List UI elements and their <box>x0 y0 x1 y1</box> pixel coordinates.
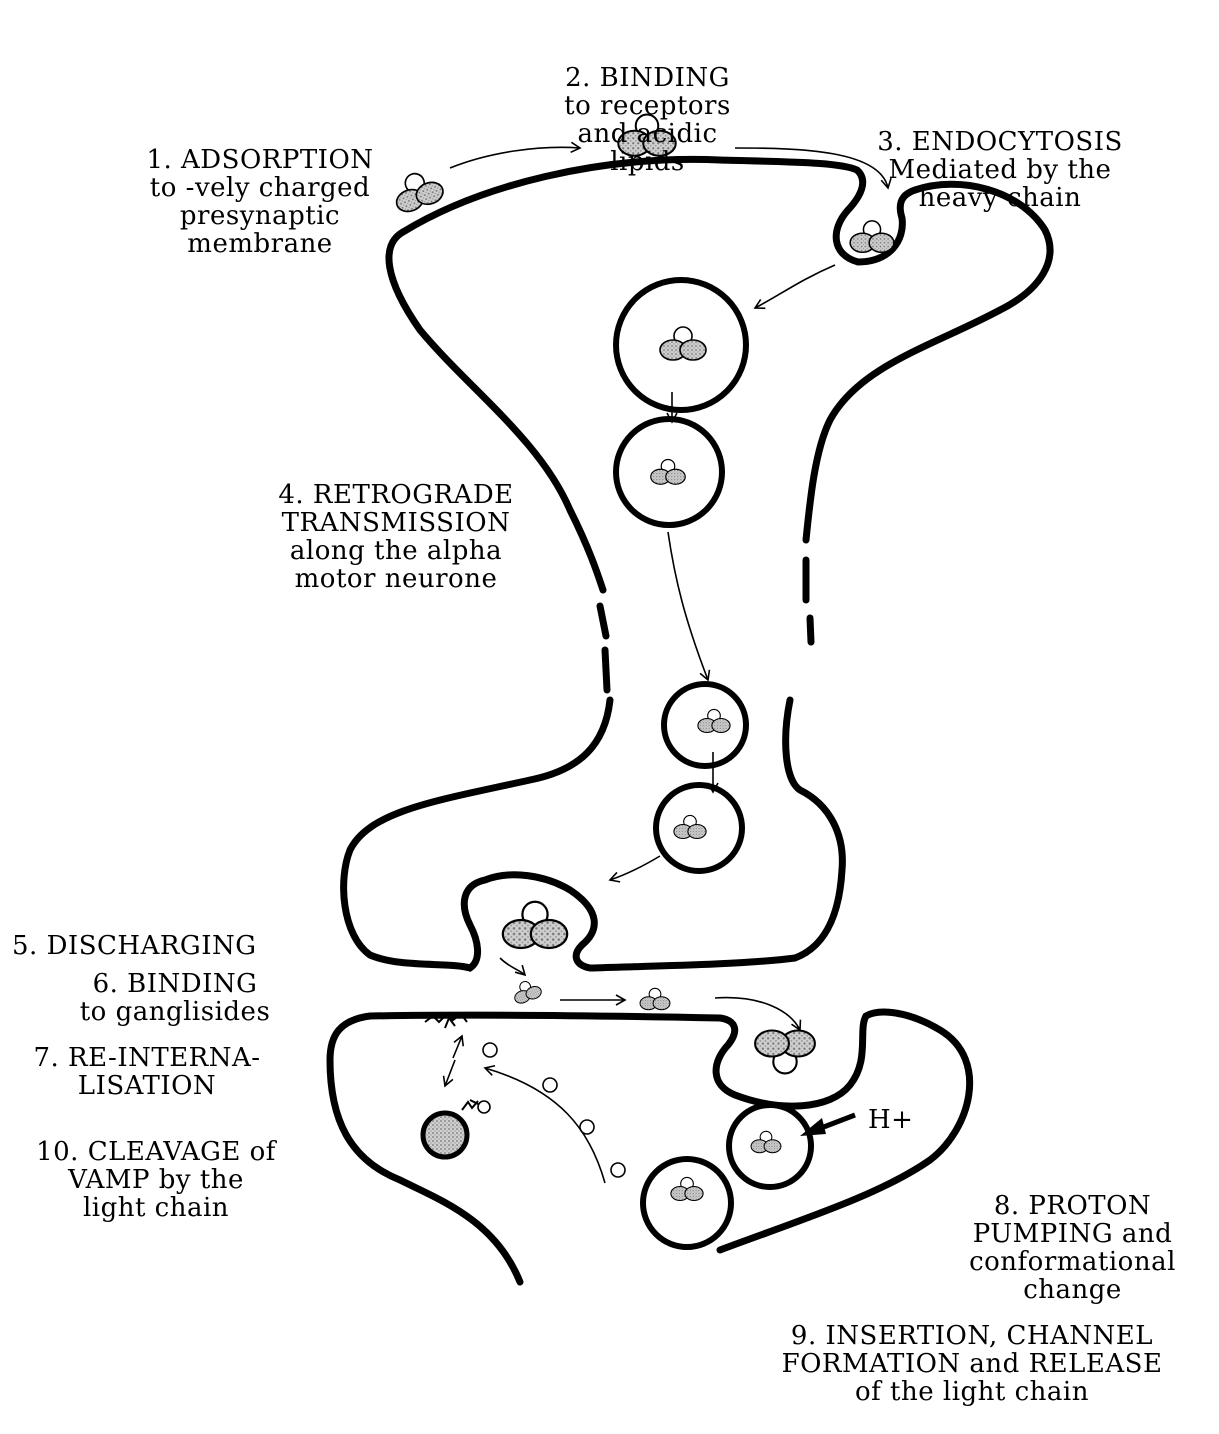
light-chain-particles <box>483 1043 625 1177</box>
vamp-vesicle <box>423 1100 490 1157</box>
toxin-molecules <box>389 115 894 1201</box>
nerve-terminal-lower <box>344 700 843 968</box>
proton-label: H+ <box>868 1106 913 1134</box>
